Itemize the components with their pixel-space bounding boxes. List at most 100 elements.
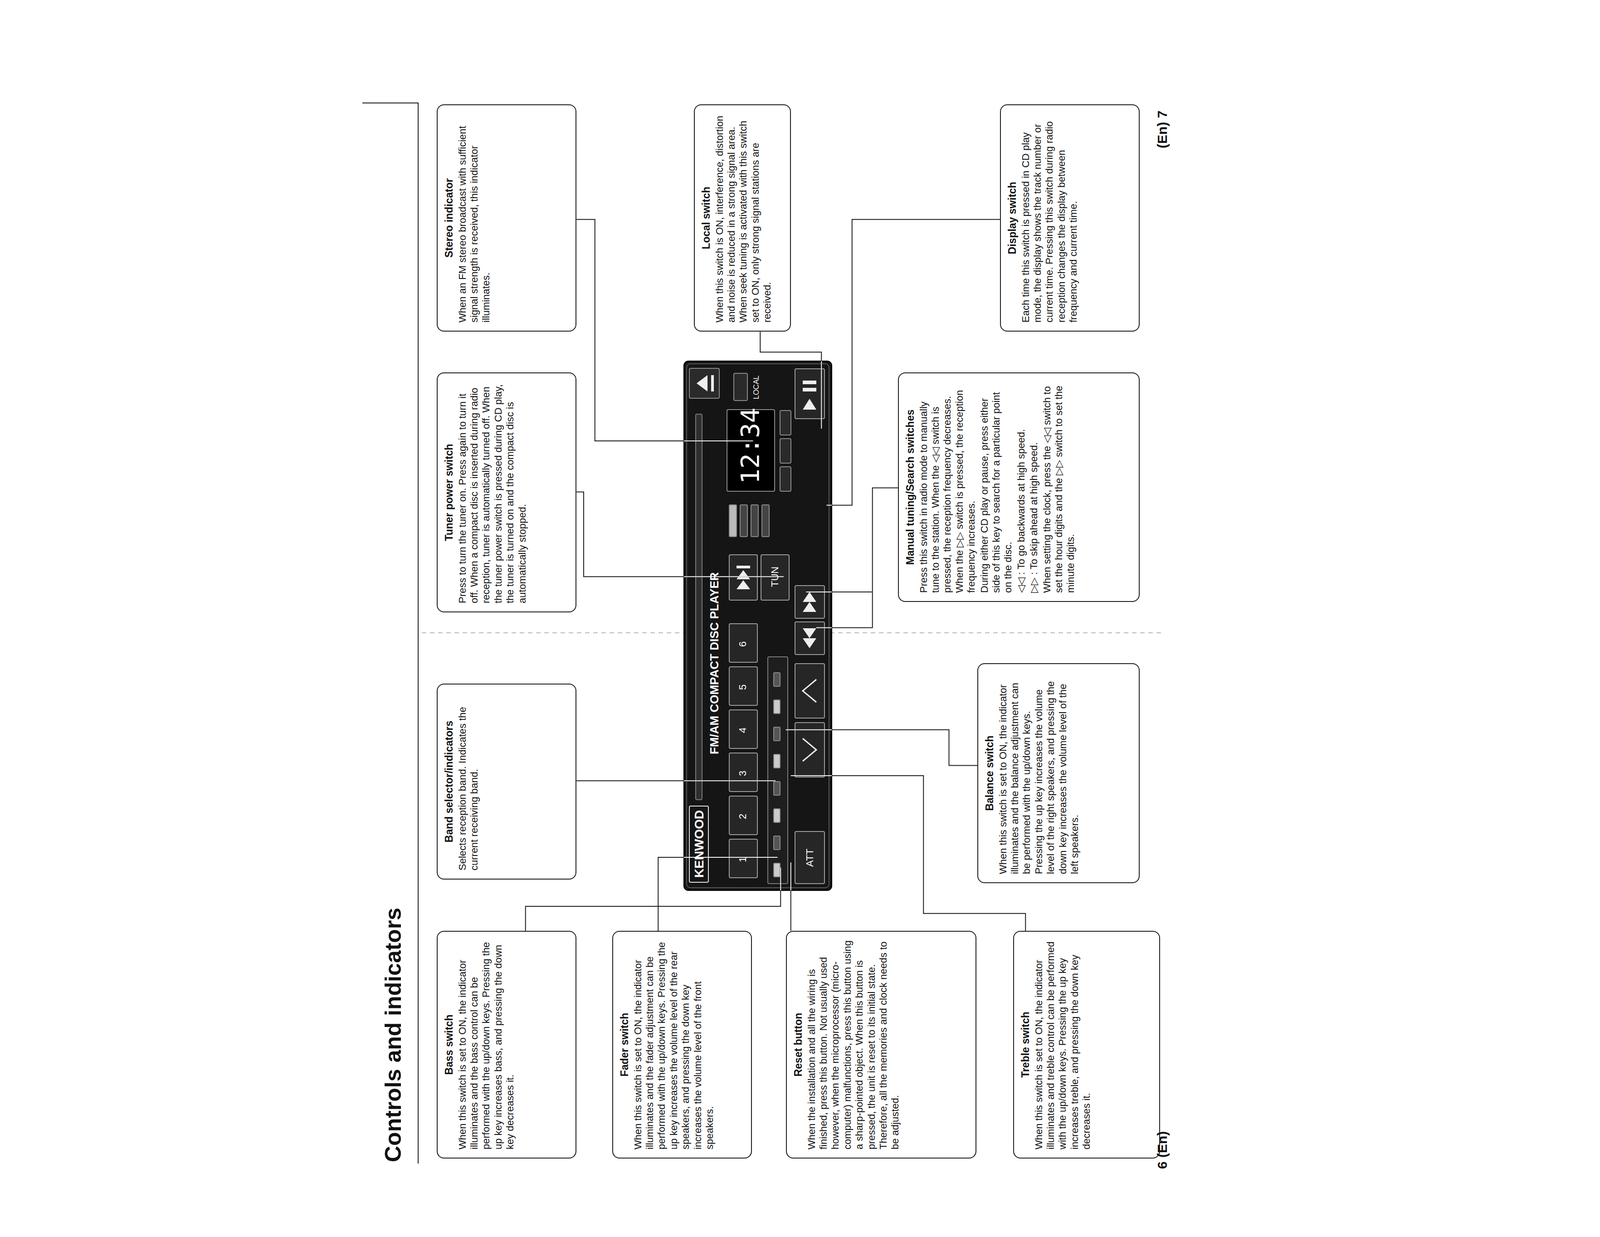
skip-symbol — [736, 565, 751, 590]
preset-number: 3 — [737, 770, 748, 776]
callout-heading: Band selector/indicators — [443, 692, 456, 871]
brand-logo: KENWOOD — [692, 809, 706, 878]
indicator-led — [773, 699, 781, 714]
page-rule — [362, 102, 419, 1164]
preset-number: 5 — [737, 684, 748, 690]
band-indicator — [729, 504, 737, 537]
preset-number: 6 — [737, 641, 748, 647]
model-legend: FM/AM COMPACT DISC PLAYER — [708, 571, 721, 755]
function-button — [780, 466, 791, 492]
callout-body: When this switch is set to ON, the indic… — [632, 939, 717, 1150]
preset-button — [729, 623, 758, 663]
callout-heading: Stereo indicator — [443, 113, 456, 323]
callout-box: Display switchEach time this switch is p… — [1000, 104, 1140, 332]
callout-box: Fader switchWhen this switch is set to O… — [612, 930, 752, 1159]
indicator-strip — [767, 656, 788, 884]
up-key — [795, 663, 825, 718]
callout-body: ◁◁ : To go backwards at high speed. — [1015, 381, 1028, 593]
callout-box: Reset buttonWhen the installation and al… — [785, 930, 977, 1159]
play-pause-symbol — [802, 380, 817, 410]
callout-body: Each time this switch is pressed in CD p… — [1019, 113, 1080, 323]
leader-lines-on-device — [683, 360, 832, 891]
callout-body: When this switch is ON, interference, di… — [713, 113, 774, 323]
att-button — [795, 831, 825, 884]
leader-line — [790, 862, 792, 891]
callout-heading: Tuner power switch — [443, 381, 456, 604]
preset-number: 1 — [737, 856, 748, 863]
callout-body: Press this switch in radio mode to manua… — [917, 381, 978, 593]
eject-symbol — [696, 375, 714, 392]
preset-button — [729, 666, 758, 706]
function-button — [780, 410, 791, 435]
button-legend: TUN — [770, 566, 781, 587]
leader-line — [683, 780, 776, 781]
indicator-led — [773, 672, 781, 687]
preset-button — [729, 839, 758, 878]
function-button — [780, 438, 791, 464]
indicator-led — [773, 863, 781, 877]
logo-frame — [689, 805, 709, 883]
callout-body: Selects reception band. Indicates the cu… — [456, 692, 481, 871]
indicator-led — [773, 808, 781, 823]
callout-body: When this switch is set to ON, the indic… — [456, 939, 517, 1150]
page-number: 6 (En) — [1155, 1131, 1170, 1169]
clock-display: 12:34 — [737, 407, 763, 484]
callout-body: During either CD play or pause, press ei… — [978, 381, 1015, 593]
eject-button — [689, 368, 720, 399]
page-number: (En) 7 — [1155, 110, 1170, 149]
callout-box: Manual tuning/Search switchesPress this … — [897, 372, 1140, 602]
preset-number: 4 — [737, 727, 748, 733]
preset-button — [729, 709, 758, 749]
leader-line — [790, 862, 792, 931]
callout-box: Band selector/indicatorsSelects receptio… — [436, 683, 577, 880]
callout-body: ▷▷ : To skip ahead at high speed. — [1028, 381, 1040, 593]
callout-heading: Treble switch — [1019, 939, 1033, 1150]
band-indicator — [740, 504, 748, 537]
callout-body: When this switch is set to ON, the indic… — [997, 672, 1082, 874]
leader-line — [576, 492, 784, 577]
callout-box: Balance switchWhen this switch is set to… — [977, 663, 1140, 883]
callout-heading: Balance switch — [983, 672, 997, 874]
down-chevron — [802, 738, 817, 761]
track-button — [729, 554, 758, 600]
callout-body: When an FM stereo broadcast with suffici… — [456, 113, 493, 323]
local-button — [733, 373, 748, 401]
band-indicator — [761, 504, 770, 537]
indicator-led — [773, 726, 781, 741]
leader-line — [658, 857, 778, 931]
leader-line — [576, 780, 776, 781]
callout-body: When this switch is set to ON, the indic… — [1033, 939, 1093, 1150]
button-legend: ATT — [804, 848, 815, 867]
disc-slot — [695, 414, 703, 800]
leader-line — [806, 591, 873, 593]
callout-heading: Manual tuning/Search switches — [904, 381, 918, 593]
callout-box: Tuner power switchPress to turn the tune… — [436, 372, 577, 613]
callout-box: Treble switchWhen this switch is set to … — [1013, 930, 1161, 1159]
leader-line — [816, 487, 898, 628]
up-chevron — [802, 679, 817, 703]
band-indicator — [751, 504, 759, 537]
search-forward-key — [795, 585, 825, 619]
search-back-key — [795, 621, 825, 655]
callout-box: Stereo indicatorWhen an FM stereo broadc… — [436, 104, 577, 332]
leader-line — [790, 775, 832, 891]
callout-body: Press to turn the tuner on. Press again … — [456, 381, 529, 604]
button-legend: LOCAL — [752, 375, 761, 400]
preset-button — [729, 752, 758, 792]
leader-line — [816, 487, 832, 628]
indicator-led — [773, 754, 781, 768]
callout-body: When setting the clock, press the ◁◁ swi… — [1041, 381, 1078, 593]
leader-line — [760, 360, 822, 429]
leader-line — [683, 492, 784, 577]
indicator-led — [773, 835, 781, 850]
callout-heading: Fader switch — [618, 939, 632, 1150]
callout-box: Local switchWhen this switch is ON, inte… — [693, 104, 791, 332]
callout-body: When the installation and all the wiring… — [805, 939, 902, 1150]
down-key — [795, 722, 825, 777]
leader-line — [785, 729, 978, 766]
preset-button — [729, 795, 758, 835]
callout-heading: Reset button — [792, 939, 805, 1150]
leader-line — [760, 331, 822, 429]
leader-line — [806, 591, 833, 593]
